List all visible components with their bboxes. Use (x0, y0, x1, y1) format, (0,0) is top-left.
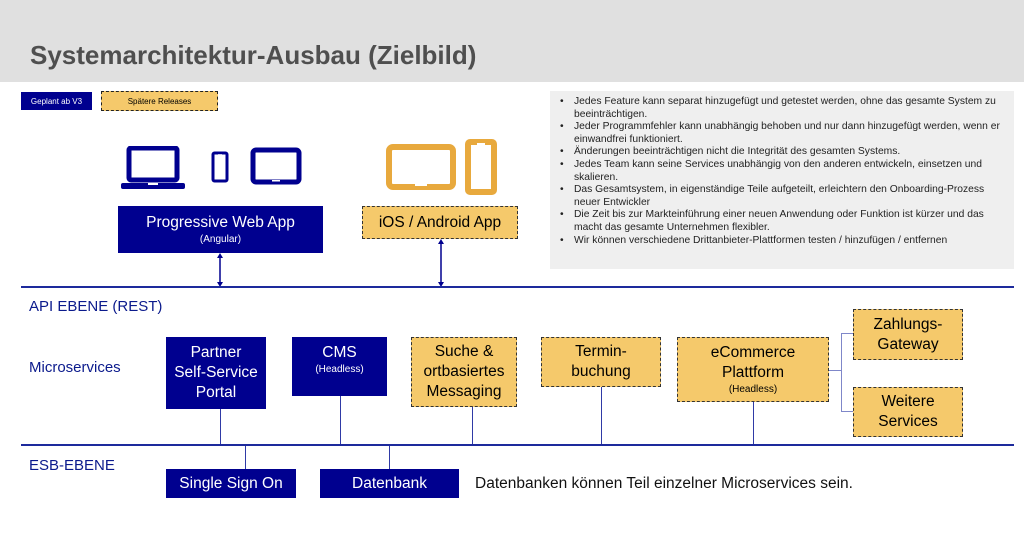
cms-esb-connector (340, 396, 341, 444)
pwa-box: Progressive Web App (Angular) (118, 206, 323, 253)
database-box: Datenbank (320, 469, 459, 498)
ecommerce-esb-connector (753, 402, 754, 444)
service-line: Suche & (434, 343, 494, 360)
api-layer-line (21, 286, 1014, 288)
benefit-item: Wir können verschiedene Drittanbieter-Pl… (560, 235, 1006, 248)
service-line: Plattform (721, 364, 784, 381)
pwa-api-arrow (215, 253, 225, 287)
benefit-item: Jedes Team kann seine Services unabhängi… (560, 159, 1006, 184)
benefit-item: Das Gesamtsystem, in eigenständige Teile… (560, 184, 1006, 209)
db-connector (389, 446, 390, 470)
native-app-box: iOS / Android App (362, 206, 518, 239)
service-line: buchung (571, 363, 631, 380)
search-esb-connector (472, 407, 473, 444)
smartphone-icon (465, 139, 497, 195)
microservices-label: Microservices (29, 359, 121, 376)
service-line: Services (878, 413, 938, 430)
service-line: eCommerce (710, 344, 796, 361)
page-title: Systemarchitektur-Ausbau (Zielbild) (30, 40, 477, 70)
service-line: Self-Service (174, 364, 258, 381)
payment-gateway-box: Zahlungs- Gateway (853, 309, 963, 360)
service-line: Zahlungs- (873, 315, 943, 333)
benefit-item: Jedes Feature kann separat hinzugefügt u… (560, 96, 1006, 121)
partner-portal-box: Partner Self-Service Portal (166, 337, 266, 409)
benefit-item: Jeder Programmfehler kann unabhängig beh… (560, 121, 1006, 146)
legend-later: Spätere Releases (101, 91, 218, 111)
ecommerce-branch-connector (829, 370, 841, 371)
header-bar (0, 0, 1024, 82)
service-line: Partner (190, 344, 242, 361)
partner-esb-connector (220, 409, 221, 444)
sso-connector (245, 446, 246, 470)
esb-layer-label: ESB-EBENE (29, 457, 115, 474)
service-line: ortbasiertes (423, 363, 505, 380)
benefit-item: Die Zeit bis zur Markteinführung einer n… (560, 209, 1006, 234)
legend-planned: Geplant ab V3 (21, 92, 92, 110)
laptop-icon (120, 146, 186, 192)
native-api-arrow (436, 239, 446, 287)
cms-title: CMS (322, 344, 357, 361)
appointment-booking-box: Termin- buchung (541, 337, 661, 387)
api-layer-label: API EBENE (REST) (29, 298, 163, 315)
service-line: Gateway (877, 335, 939, 353)
ecommerce-branch-trunk (841, 333, 842, 411)
further-services-box: Weitere Services (853, 387, 963, 437)
tablet-icon (250, 147, 302, 185)
native-app-title: iOS / Android App (378, 213, 502, 231)
ecommerce-platform-box: eCommerce Plattform (Headless) (677, 337, 829, 402)
sso-label: Single Sign On (179, 474, 283, 492)
service-line: Weitere (881, 393, 935, 410)
benefit-item: Änderungen beeinträchtigen nicht die Int… (560, 146, 1006, 159)
service-line: Termin- (575, 343, 627, 360)
esb-layer-line (21, 444, 1014, 446)
further-services-connector (841, 411, 853, 412)
tablet-icon (385, 143, 457, 191)
smartphone-icon (211, 151, 229, 183)
esb-note: Datenbanken können Teil einzelner Micros… (475, 475, 853, 492)
termin-esb-connector (601, 387, 602, 444)
service-line: Portal (195, 384, 237, 401)
ecommerce-subtitle: (Headless) (728, 384, 778, 395)
payment-gateway-connector (841, 333, 853, 334)
pwa-subtitle: (Angular) (199, 234, 242, 245)
benefits-panel: Jedes Feature kann separat hinzugefügt u… (550, 91, 1014, 269)
single-sign-on-box: Single Sign On (166, 469, 296, 498)
search-messaging-box: Suche & ortbasiertes Messaging (411, 337, 517, 407)
benefits-list: Jedes Feature kann separat hinzugefügt u… (550, 91, 1014, 247)
db-label: Datenbank (352, 474, 427, 492)
service-line: Messaging (426, 383, 502, 400)
cms-box: CMS (Headless) (292, 337, 387, 396)
pwa-title: Progressive Web App (146, 214, 295, 231)
cms-subtitle: (Headless) (315, 364, 364, 375)
